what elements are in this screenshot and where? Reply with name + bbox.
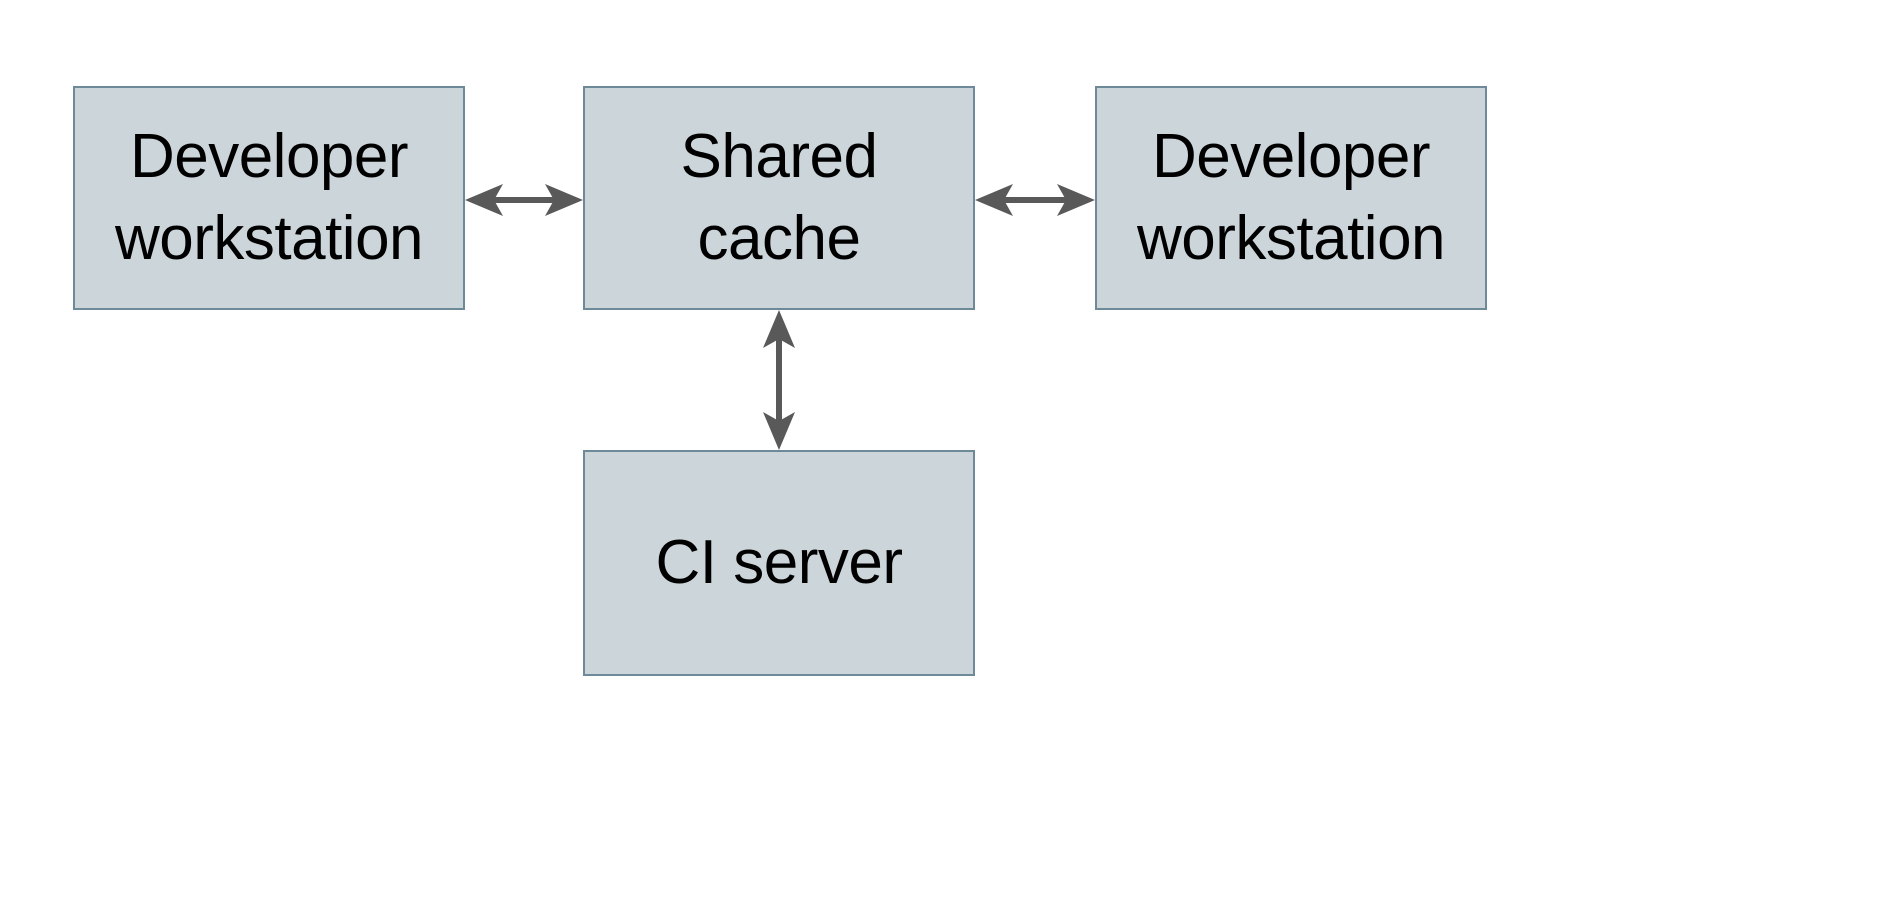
node-developer-workstation-right[interactable]: Developer workstation — [1095, 86, 1487, 310]
node-label-developer-workstation-left: Developer workstation — [114, 121, 424, 273]
node-label-developer-workstation-right: Developer workstation — [1136, 121, 1446, 273]
edge-dev-left-cache[interactable] — [462, 178, 586, 222]
node-ci-server[interactable]: CI server — [583, 450, 975, 676]
edge-cache-ci[interactable] — [757, 308, 801, 454]
node-shared-cache[interactable]: Shared cache — [583, 86, 975, 310]
node-label-ci-server: CI server — [655, 527, 903, 597]
edge-cache-dev-right[interactable] — [972, 178, 1098, 222]
node-developer-workstation-left[interactable]: Developer workstation — [73, 86, 465, 310]
node-label-shared-cache: Shared cache — [680, 121, 878, 273]
